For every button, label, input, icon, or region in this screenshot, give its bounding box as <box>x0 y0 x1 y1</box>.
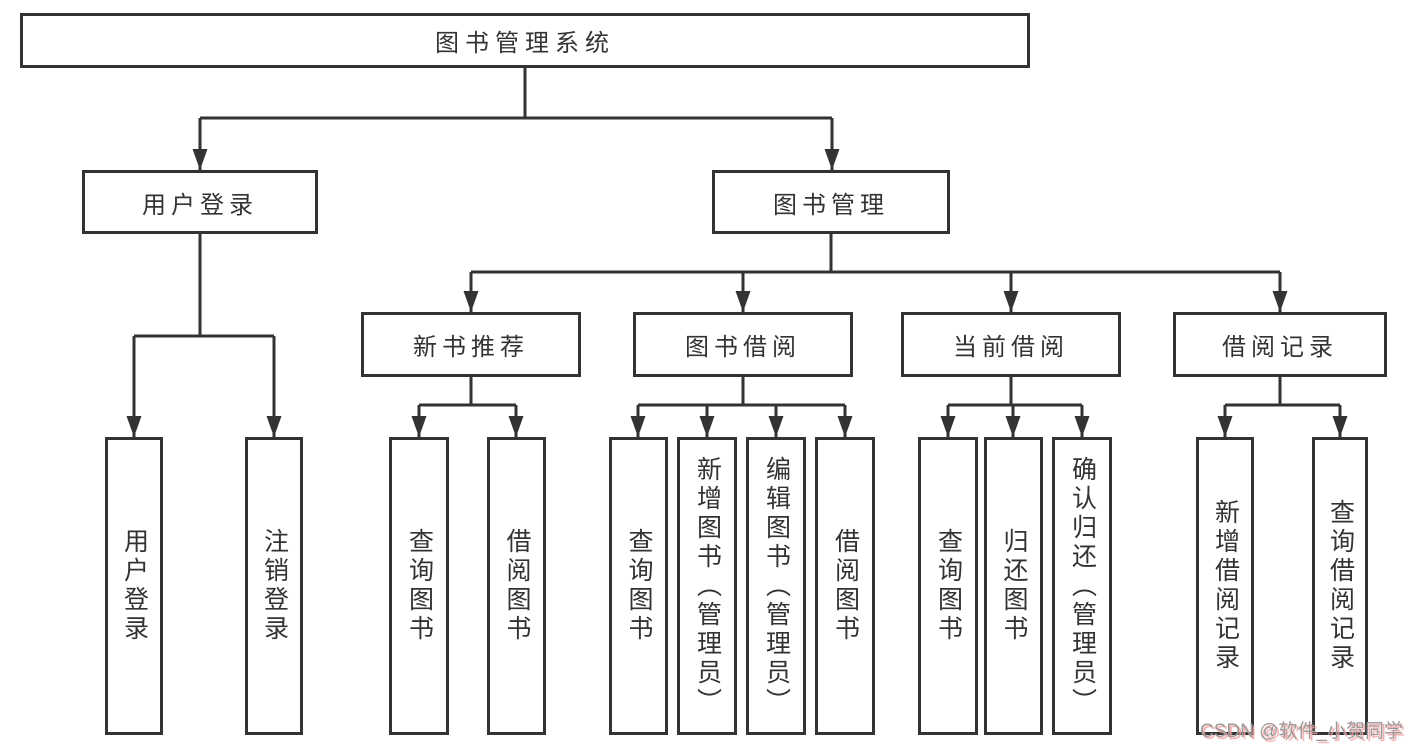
leaf-query-books-current-label: 查询图书 <box>934 528 963 644</box>
leaf-borrow-books-borrow-label: 借阅图书 <box>831 528 860 644</box>
leaf-query-books-current: 查询图书 <box>918 437 978 735</box>
node-root-label: 图书管理系统 <box>435 30 615 57</box>
leaf-user-login-label: 用户登录 <box>120 528 149 644</box>
node-book-management-label: 图书管理 <box>773 191 889 219</box>
leaf-add-borrow-record: 新增借阅记录 <box>1196 437 1254 735</box>
leaf-logout-login: 注销登录 <box>245 437 303 735</box>
leaf-edit-books-admin-label: 编辑图书（管理员） <box>762 455 791 717</box>
leaf-user-login: 用户登录 <box>105 437 163 735</box>
node-root: 图书管理系统 <box>20 13 1030 68</box>
bus-lines <box>134 68 1340 407</box>
leaf-query-borrow-record: 查询借阅记录 <box>1312 437 1368 735</box>
node-borrow-records: 借阅记录 <box>1173 312 1387 377</box>
leaf-confirm-return-admin: 确认归还（管理员） <box>1052 437 1112 735</box>
leaf-borrow-books-recommend-label: 借阅图书 <box>503 528 531 644</box>
leaf-query-books-borrow: 查询图书 <box>609 437 668 735</box>
leaf-logout-login-label: 注销登录 <box>260 528 289 644</box>
leaf-confirm-return-admin-label: 确认归还（管理员） <box>1068 455 1097 717</box>
node-new-book-recommend: 新书推荐 <box>361 312 581 377</box>
node-borrow-records-label: 借阅记录 <box>1222 334 1338 361</box>
leaf-add-borrow-record-label: 新增借阅记录 <box>1211 499 1240 673</box>
node-book-borrow: 图书借阅 <box>633 312 853 377</box>
leaf-borrow-books-recommend: 借阅图书 <box>487 437 546 735</box>
leaf-add-books-admin: 新增图书（管理员） <box>677 437 737 735</box>
leaf-query-borrow-record-label: 查询借阅记录 <box>1326 499 1355 673</box>
leaf-return-books: 归还图书 <box>984 437 1043 735</box>
watermark: CSDN @软件_小贺同学 <box>1200 721 1403 742</box>
leaf-query-books-borrow-label: 查询图书 <box>625 528 653 644</box>
node-current-borrow: 当前借阅 <box>901 312 1121 377</box>
leaf-add-books-admin-label: 新增图书（管理员） <box>693 455 722 717</box>
node-new-book-recommend-label: 新书推荐 <box>413 334 529 361</box>
leaf-return-books-label: 归还图书 <box>1000 528 1028 644</box>
leaf-query-books-recommend: 查询图书 <box>389 437 449 735</box>
leaf-borrow-books-borrow: 借阅图书 <box>815 437 875 735</box>
node-user-login-label: 用户登录 <box>142 191 258 219</box>
node-current-borrow-label: 当前借阅 <box>953 334 1069 361</box>
node-book-borrow-label: 图书借阅 <box>685 334 801 361</box>
node-user-login: 用户登录 <box>82 170 318 234</box>
node-book-management: 图书管理 <box>712 170 950 234</box>
leaf-edit-books-admin: 编辑图书（管理员） <box>746 437 806 735</box>
leaf-query-books-recommend-label: 查询图书 <box>405 528 434 644</box>
